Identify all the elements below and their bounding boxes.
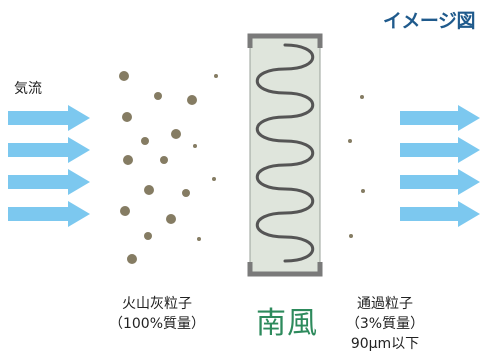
ash-particle-mass: （100%質量） [108,316,206,332]
passing-particle-size: 90μm以下 [350,336,420,352]
particle-dot-icon [144,232,152,240]
ash-particle-caption: 火山灰粒子 （100%質量） [98,294,216,334]
passing-particles [348,95,365,238]
particle-dot-icon [166,214,176,224]
particle-dot-icon [127,254,137,264]
particle-dot-icon [361,189,365,193]
brand-logo: 南風 [256,306,318,341]
particle-dot-icon [360,95,364,99]
arrow-right-icon [400,169,480,195]
filter-frame-top [247,33,323,48]
filter-coil-icon [255,43,315,263]
incoming-airflow-arrows [8,105,90,227]
arrow-right-icon [8,169,90,195]
particle-dot-icon [154,92,162,100]
filter-unit [247,33,323,277]
arrow-right-icon [8,105,90,131]
particle-dot-icon [144,185,154,195]
airflow-label: 気流 [14,81,42,97]
title: イメージ図 [382,10,476,32]
particle-dot-icon [197,237,201,241]
ash-particle-label: 火山灰粒子 [122,296,192,312]
particle-dot-icon [119,71,129,81]
passing-particle-mass: （3%質量） [345,316,425,332]
particle-dot-icon [349,234,353,238]
particle-dot-icon [122,112,132,122]
outgoing-airflow-arrows [400,105,480,227]
particle-dot-icon [123,155,133,165]
passing-particle-caption: 通過粒子 （3%質量） 90μm以下 [326,294,444,354]
particle-dot-icon [348,139,352,143]
arrow-right-icon [400,201,480,227]
ash-particles [119,71,218,264]
particle-dot-icon [171,129,181,139]
particle-dot-icon [141,137,149,145]
particle-dot-icon [214,74,218,78]
filter-frame-bottom [247,262,323,277]
arrow-right-icon [400,137,480,163]
particle-dot-icon [160,156,168,164]
particle-dot-icon [187,95,197,105]
arrow-right-icon [8,137,90,163]
particle-dot-icon [193,144,197,148]
particle-dot-icon [212,177,216,181]
particle-dot-icon [182,189,190,197]
particle-dot-icon [120,206,130,216]
arrow-right-icon [400,105,480,131]
passing-particle-label: 通過粒子 [357,296,413,312]
arrow-right-icon [8,201,90,227]
